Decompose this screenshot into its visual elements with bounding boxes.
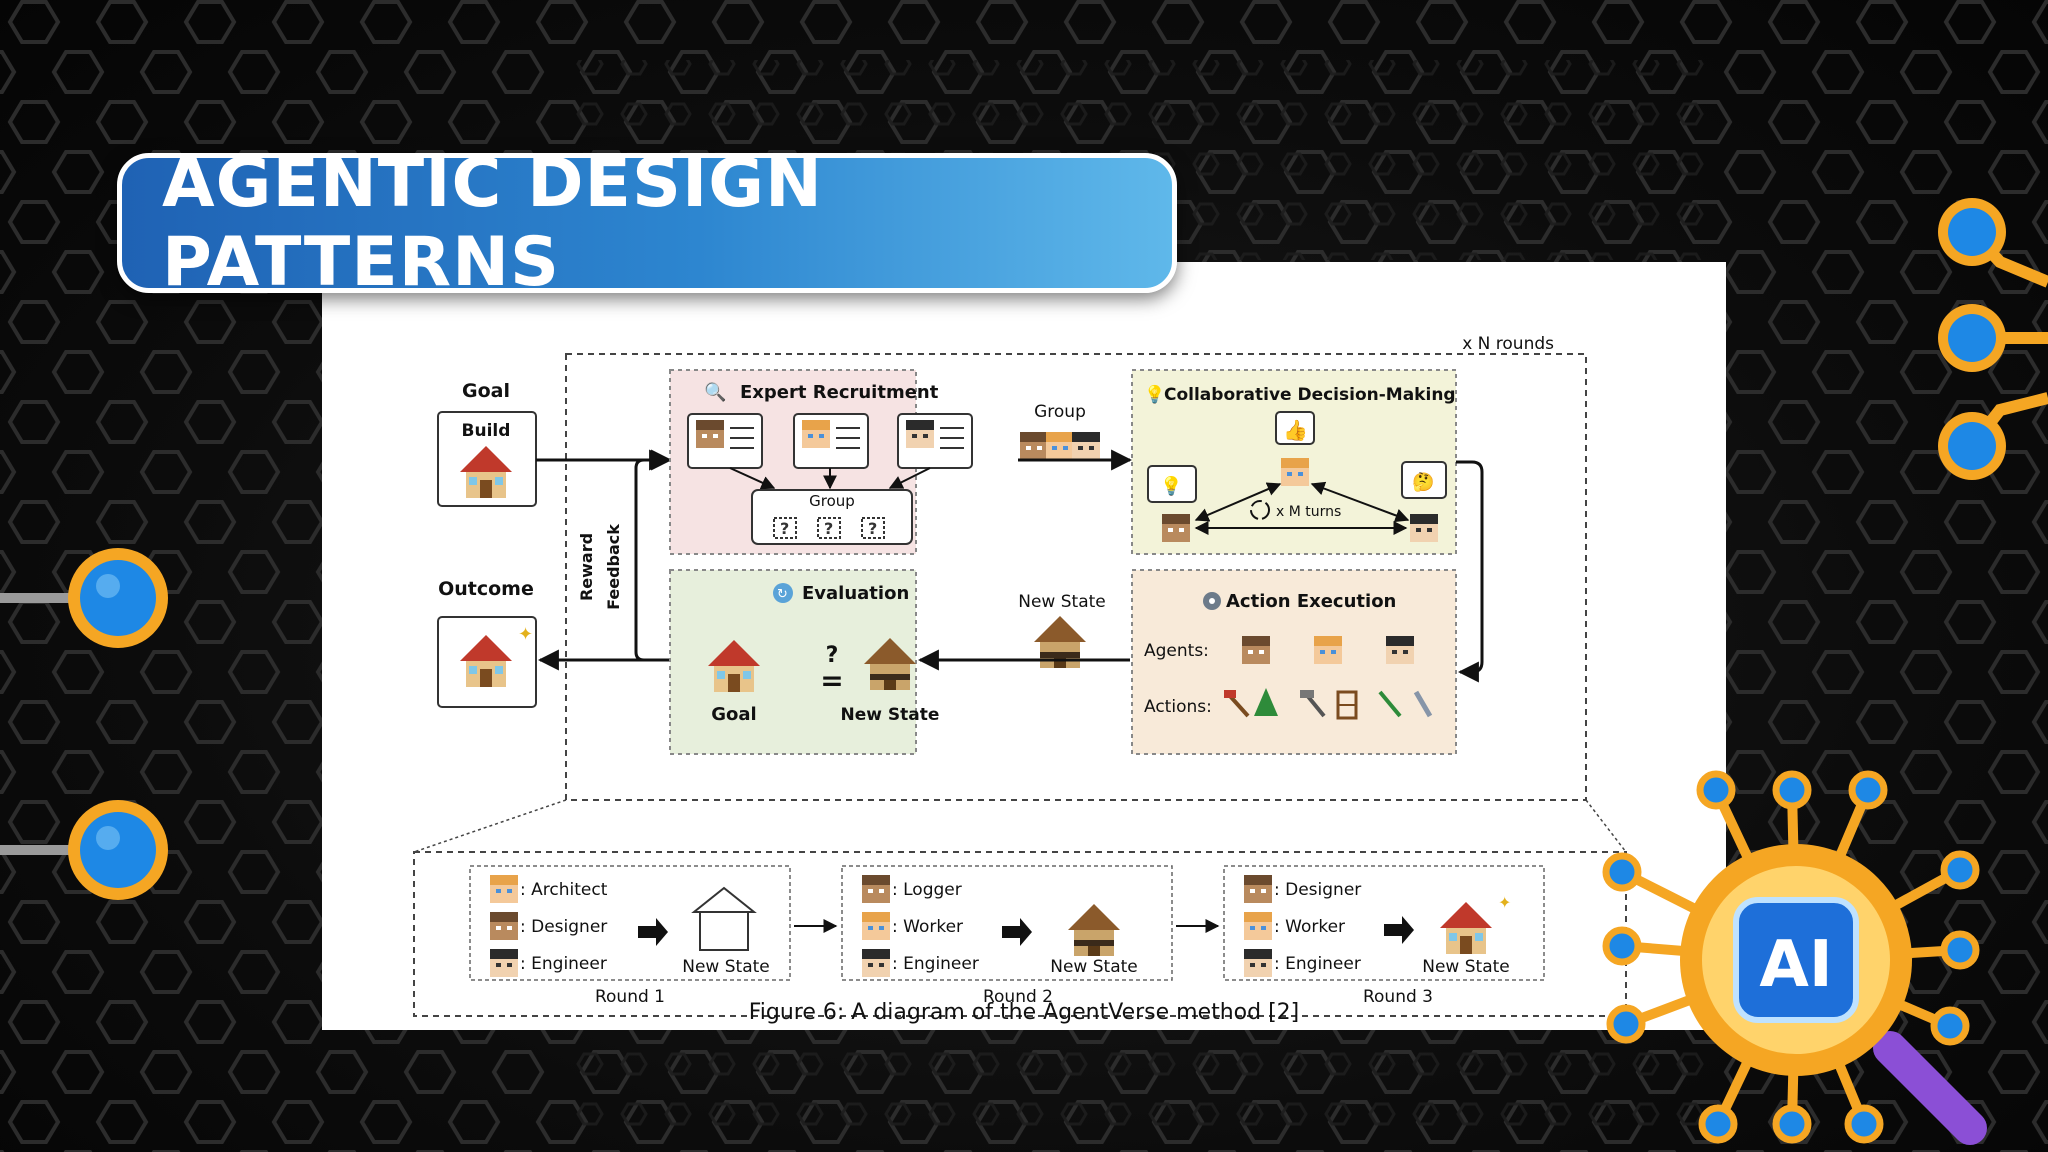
- group-box-label: Group: [809, 492, 855, 510]
- title-banner: AGENTIC DESIGN PATTERNS: [117, 144, 1177, 302]
- sparkle-icon: ✦: [518, 624, 533, 645]
- round-2-house-icon: [1068, 904, 1120, 956]
- round-2: : Logger : Worker : Engineer New State R…: [841, 865, 1173, 1007]
- equals-sign-icon: =: [820, 664, 843, 697]
- cycle-icon: [1250, 500, 1270, 520]
- round-3-role-1: : Designer: [1274, 880, 1361, 900]
- round-2-role-2: : Worker: [892, 917, 963, 937]
- round-1: : Architect : Designer : Engineer New St…: [469, 865, 791, 1007]
- round-1-role-3: : Engineer: [520, 954, 607, 974]
- round-1-role-1: : Architect: [520, 880, 608, 900]
- screwdriver-wrench-icons: [1378, 690, 1433, 718]
- hammer-door-icons: [1300, 690, 1358, 720]
- expert-recruitment-title: Expert Recruitment: [740, 382, 939, 403]
- round-2-role-1: : Logger: [892, 880, 962, 900]
- group-faces: [1020, 432, 1100, 460]
- round-3-house-icon: [1440, 902, 1492, 954]
- round-1-state: New State: [682, 957, 769, 977]
- agent-avatar-2: [1314, 636, 1342, 664]
- page-title: AGENTIC DESIGN PATTERNS: [162, 144, 823, 302]
- svg-text:?: ?: [824, 519, 833, 538]
- build-label: Build: [462, 421, 511, 441]
- evaluation-goal-label: Goal: [711, 704, 756, 725]
- evaluation-title: Evaluation: [802, 583, 909, 604]
- lightbulb-icon: 💡: [1144, 384, 1165, 405]
- evaluation-new-state-label: New State: [841, 705, 940, 725]
- round-3-sparkle-icon: ✦: [1498, 893, 1511, 912]
- round-2-role-3: : Engineer: [892, 954, 979, 974]
- outcome-label: Outcome: [438, 578, 534, 600]
- agentverse-figure: x N rounds Goal Build Outcome ✦ Reward F…: [322, 262, 1726, 1030]
- idea-bubble: 💡: [1147, 465, 1197, 503]
- agent-avatar-3: [1386, 636, 1414, 664]
- round-3: : Designer : Worker : Engineer ✦ New Sta…: [1223, 865, 1545, 1007]
- svg-text:🤔: 🤔: [1412, 472, 1434, 493]
- collaborative-title: Collaborative Decision-Making: [1164, 385, 1456, 405]
- goal-label: Goal: [462, 380, 510, 402]
- left-agent-avatar: [1162, 514, 1190, 542]
- svg-text:💡: 💡: [1160, 475, 1182, 497]
- round-1-role-2: : Designer: [520, 917, 607, 937]
- round-3-role-3: : Engineer: [1274, 954, 1361, 974]
- round-3-state: New State: [1422, 957, 1509, 977]
- turns-label: x M turns: [1276, 504, 1341, 520]
- axe-tree-icons: [1224, 688, 1278, 718]
- thinking-bubble: 🤔: [1401, 461, 1447, 499]
- svg-text:?: ?: [868, 519, 877, 538]
- agents-label: Agents:: [1144, 641, 1209, 661]
- agent-avatar-1: [1242, 636, 1270, 664]
- n-rounds-frame: [565, 353, 1587, 801]
- svg-text:↻: ↻: [777, 587, 788, 602]
- resume-card-2: [793, 413, 869, 469]
- refresh-icon: [773, 583, 793, 603]
- round-3-label: Round 3: [1363, 987, 1433, 1007]
- new-state-arrow-label: New State: [1018, 592, 1105, 612]
- figure-caption: Figure 6: A diagram of the AgentVerse me…: [749, 1000, 1300, 1025]
- group-box: [751, 489, 913, 545]
- round-2-arrow-icon: [1002, 918, 1032, 946]
- collab-to-action-arrow: [1456, 460, 1484, 683]
- actions-label: Actions:: [1144, 697, 1212, 717]
- rounds-frame: [413, 851, 1627, 1017]
- resume-card-3: [897, 413, 973, 469]
- thumbs-up-bubble: 👍: [1275, 411, 1315, 445]
- action-execution-title: Action Execution: [1226, 591, 1396, 612]
- resume-card-1: [687, 413, 763, 469]
- svg-text:?: ?: [780, 519, 789, 538]
- round-2-label: Round 2: [983, 987, 1053, 1007]
- feedback-label: Feedback: [604, 524, 623, 610]
- agentverse-diagram: x N rounds Goal Build Outcome ✦ Reward F…: [413, 334, 1627, 1025]
- compare-question-mark: ?: [826, 643, 839, 668]
- round-1-label: Round 1: [595, 987, 665, 1007]
- round-1-empty-house-icon: [691, 886, 757, 951]
- round-3-role-2: : Worker: [1274, 917, 1345, 937]
- magnifier-icon: 🔍: [704, 380, 726, 403]
- round-3-arrow-icon: [1384, 916, 1414, 944]
- right-agent-avatar: [1410, 514, 1438, 542]
- unknown-members: ? ? ?: [773, 517, 885, 539]
- reward-label: Reward: [577, 533, 596, 601]
- group-arrow-label: Group: [1034, 402, 1086, 422]
- round-1-arrow-icon: [638, 918, 668, 946]
- center-agent-avatar: [1281, 458, 1309, 486]
- svg-text:👍: 👍: [1283, 418, 1308, 442]
- rounds-label: x N rounds: [1462, 334, 1554, 354]
- reward-feedback-arrow: [634, 449, 671, 662]
- round-2-state: New State: [1050, 957, 1137, 977]
